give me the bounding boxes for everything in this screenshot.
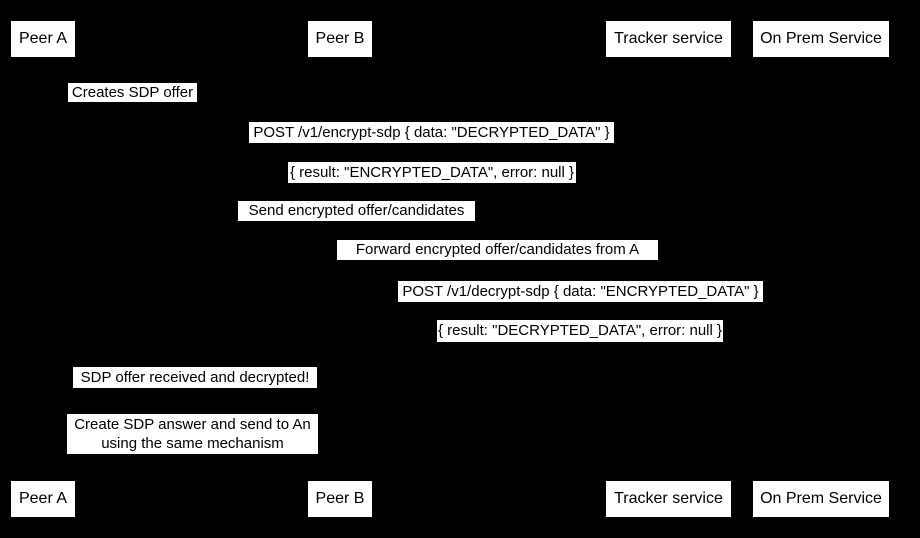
message-send-encrypted-offer: Send encrypted offer/candidates: [238, 201, 475, 221]
participant-on-prem-service-bottom: On Prem Service: [753, 481, 889, 517]
participant-tracker-service-top: Tracker service: [606, 21, 731, 57]
participant-tracker-service-bottom: Tracker service: [606, 481, 731, 517]
message-creates-sdp-offer: Creates SDP offer: [68, 83, 197, 102]
participant-on-prem-service-top: On Prem Service: [753, 21, 889, 57]
note-create-sdp-answer: Create SDP answer and send to An using t…: [67, 414, 318, 454]
message-sdp-offer-received: SDP offer received and decrypted!: [73, 367, 317, 388]
note-line-2: using the same mechanism: [101, 435, 284, 452]
participant-peer-a-bottom: Peer A: [11, 481, 75, 517]
message-forward-encrypted-offer: Forward encrypted offer/candidates from …: [337, 240, 658, 260]
message-encrypt-result: { result: "ENCRYPTED_DATA", error: null …: [288, 162, 576, 183]
participant-peer-b-top: Peer B: [308, 21, 372, 57]
participant-peer-b-bottom: Peer B: [308, 481, 372, 517]
message-post-encrypt-sdp: POST /v1/encrypt-sdp { data: "DECRYPTED_…: [249, 122, 614, 143]
message-decrypt-result: { result: "DECRYPTED_DATA", error: null …: [437, 320, 723, 342]
participant-peer-a-top: Peer A: [11, 21, 75, 57]
message-post-decrypt-sdp: POST /v1/decrypt-sdp { data: "ENCRYPTED_…: [398, 281, 763, 302]
note-line-1: Create SDP answer and send to An: [74, 416, 311, 433]
